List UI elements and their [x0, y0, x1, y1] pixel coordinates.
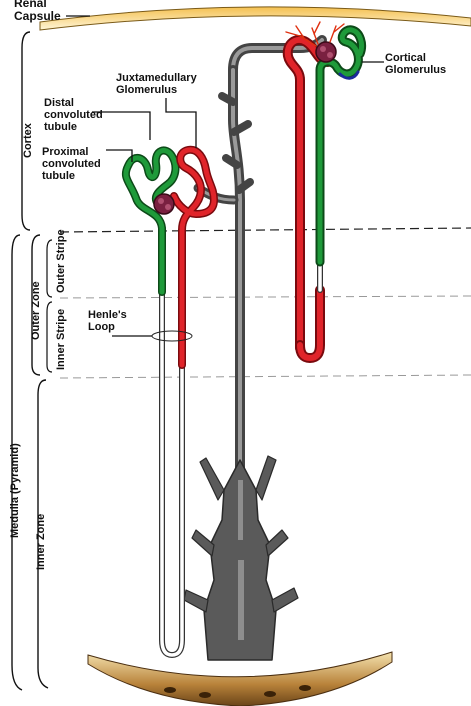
leader-juxtamedullary — [166, 98, 196, 148]
label-henles-loop: Henle's Loop — [88, 309, 127, 333]
label-cortical-glomerulus: Cortical Glomerulus — [385, 52, 446, 76]
cortical-nephron — [286, 22, 362, 358]
label-juxtamedullary-glomerulus: Juxtamedullary Glomerulus — [116, 72, 197, 96]
label-inner-zone: Inner Zone — [35, 514, 47, 570]
renal-capsule-arc — [40, 7, 471, 30]
label-proximal-convoluted-tubule: Proximal convoluted tubule — [42, 146, 101, 182]
outer-stripe-boundary — [60, 296, 471, 298]
label-medulla-pyramid: Medulla (Pyramid) — [9, 443, 21, 538]
label-outer-zone: Outer Zone — [30, 281, 42, 340]
label-outer-stripe: Outer Stripe — [55, 229, 67, 293]
inner-stripe-bracket — [47, 302, 52, 372]
juxtamedullary-nephron — [126, 150, 214, 655]
cortical-glomerulus — [316, 42, 336, 62]
label-distal-convoluted-tubule: Distal convoluted tubule — [44, 97, 103, 133]
label-inner-stripe: Inner Stripe — [55, 309, 67, 370]
inner-zone-boundary — [60, 375, 471, 378]
jm-glomerulus — [154, 194, 174, 214]
label-renal-capsule: Renal Capsule — [14, 0, 61, 23]
cortex-medulla-boundary — [60, 228, 471, 232]
papillary-duct-tree — [184, 456, 298, 660]
outer-stripe-bracket — [47, 240, 52, 297]
label-cortex: Cortex — [22, 123, 34, 158]
